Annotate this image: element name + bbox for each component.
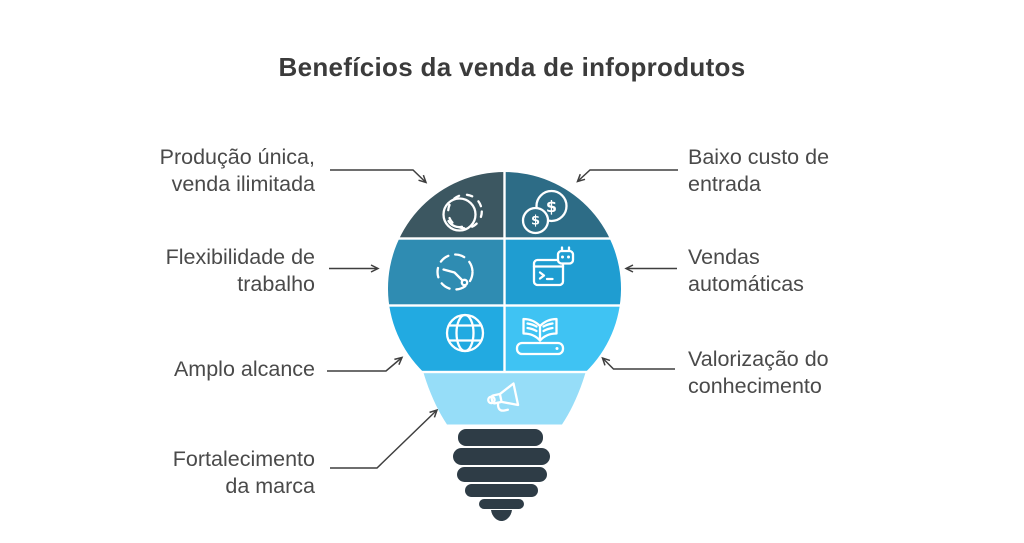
- segment-mid-left: [388, 239, 504, 305]
- page-title: Benefícios da venda de infoprodutos: [278, 52, 746, 82]
- segment-mid-right: [505, 239, 622, 305]
- benefit-baixo-custo: Baixo custo de entrada: [688, 144, 928, 198]
- segment-top-left: [388, 171, 504, 238]
- segment-neck: [388, 373, 622, 425]
- benefit-line: Valorização do: [688, 347, 829, 371]
- benefit-line: Baixo custo de: [688, 145, 830, 169]
- robot-terminal-icon: [532, 246, 575, 287]
- benefit-producao-unica: Produção única, venda ilimitada: [100, 144, 315, 198]
- ebook-icon: [515, 317, 565, 356]
- clock-icon: [436, 253, 474, 291]
- svg-text:$: $: [531, 214, 540, 229]
- benefit-line: entrada: [688, 172, 761, 196]
- bulb-base-tip: [491, 510, 512, 521]
- benefit-line: da marca: [225, 474, 315, 498]
- benefit-line: venda ilimitada: [171, 172, 315, 196]
- benefit-line: automáticas: [688, 272, 804, 296]
- benefit-valorizacao: Valorização do conhecimento: [688, 346, 928, 400]
- benefit-line: Fortalecimento: [172, 447, 315, 471]
- dollar-coins-icon: $ $: [521, 189, 568, 235]
- segment-bottom-left: [388, 306, 504, 371]
- benefit-line: Amplo alcance: [173, 357, 315, 381]
- benefit-amplo-alcance: Amplo alcance: [100, 356, 315, 383]
- benefit-fortalecimento: Fortalecimento da marca: [100, 446, 315, 500]
- coin-icon: [442, 193, 483, 232]
- benefit-line: Flexibilidade de: [165, 245, 315, 269]
- bulb-base: [453, 429, 550, 521]
- benefit-line: conhecimento: [688, 374, 822, 398]
- benefit-line: Vendas: [688, 245, 760, 269]
- megaphone-icon: [487, 382, 520, 412]
- lightbulb-diagram: $ $: [388, 171, 622, 521]
- svg-text:$: $: [546, 197, 557, 216]
- segment-bottom-right: [505, 306, 622, 371]
- benefit-flexibilidade: Flexibilidade de trabalho: [100, 244, 315, 298]
- bulb-segments: [388, 171, 622, 425]
- globe-icon: [445, 313, 485, 353]
- benefit-vendas-automaticas: Vendas automáticas: [688, 244, 928, 298]
- benefit-line: Produção única,: [159, 145, 315, 169]
- benefit-line: trabalho: [237, 272, 315, 296]
